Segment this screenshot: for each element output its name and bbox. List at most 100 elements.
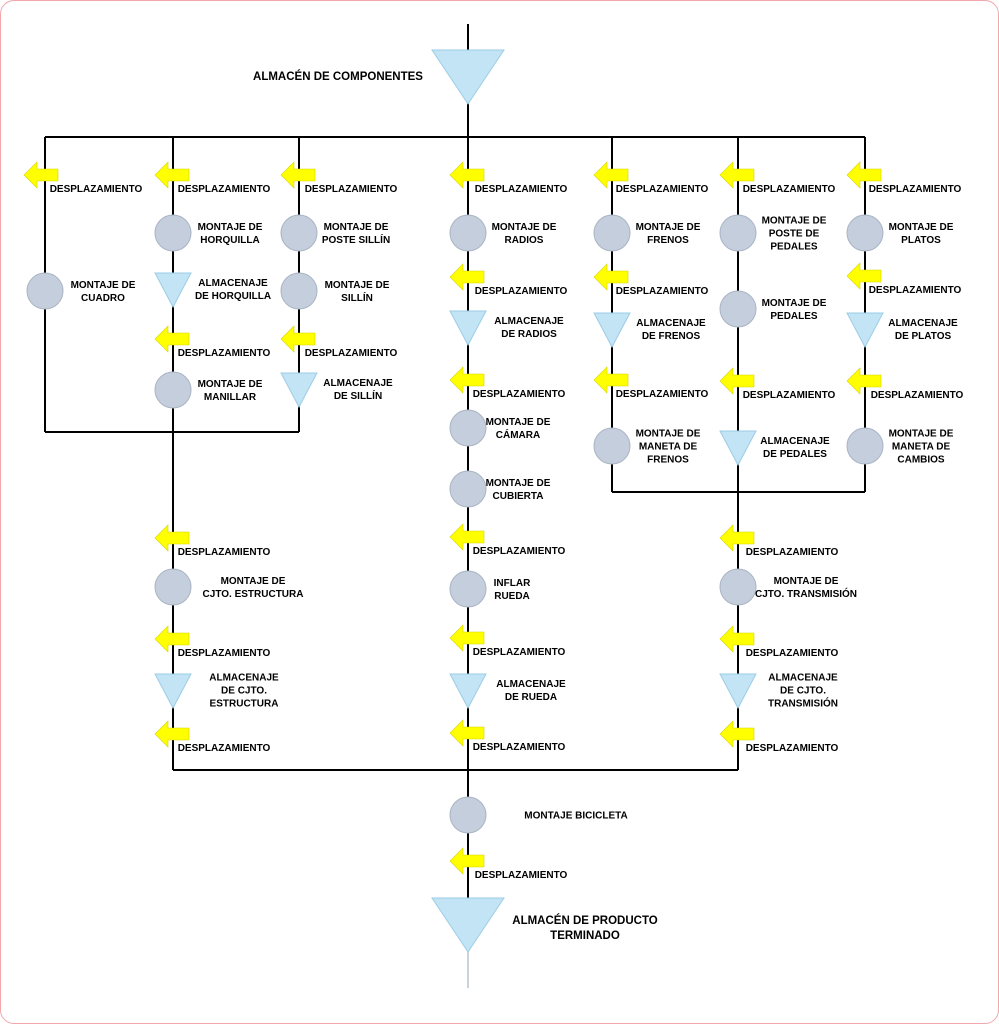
transport-label: DESPLAZAMIENTO: [473, 647, 566, 658]
transport-step-t-rueda-3: DESPLAZAMIENTO: [449, 366, 566, 400]
circle-operation-icon: [154, 371, 192, 409]
circle-operation-icon: [280, 272, 318, 310]
label-line: ALMACENAJE: [496, 679, 566, 690]
label-line: MONTAJE DE: [486, 478, 551, 489]
label-line: DESPLAZAMIENTO: [178, 184, 271, 195]
label-line: DESPLAZAMIENTO: [178, 348, 271, 359]
transport-step-t-rueda-4: DESPLAZAMIENTO: [449, 523, 566, 557]
transport-label: DESPLAZAMIENTO: [178, 648, 271, 659]
label-line: DESPLAZAMIENTO: [743, 184, 836, 195]
operation-step-o-manillar: MONTAJE DE MANILLAR: [154, 371, 263, 409]
label-line: SILLÍN: [341, 291, 373, 304]
label-line: DESPLAZAMIENTO: [743, 390, 836, 401]
label-line: DESPLAZAMIENTO: [616, 389, 709, 400]
transport-step-t-pedales-1: DESPLAZAMIENTO: [719, 161, 836, 195]
transport-step-t-trans-3: DESPLAZAMIENTO: [719, 720, 839, 754]
label-line: DE RUEDA: [505, 692, 557, 703]
circle-operation-icon: [593, 427, 631, 465]
label-line: FRENOS: [647, 455, 689, 466]
storage-label: ALMACENAJE DE RUEDA: [496, 679, 566, 703]
label-line: MONTAJE DE: [325, 280, 390, 291]
label-line: DESPLAZAMIENTO: [616, 286, 709, 297]
transport-step-t-horq-1: DESPLAZAMIENTO: [154, 161, 271, 195]
transport-step-t-cuadro: DESPLAZAMIENTO: [23, 161, 143, 195]
label-line: PEDALES: [770, 242, 818, 253]
transport-label: DESPLAZAMIENTO: [743, 390, 836, 401]
arrow-transport-icon: [154, 325, 190, 353]
transport-step-t-estr-2: DESPLAZAMIENTO: [154, 625, 271, 659]
label-line: DESPLAZAMIENTO: [178, 547, 271, 558]
arrow-transport-icon: [846, 262, 882, 290]
transport-label: DESPLAZAMIENTO: [871, 390, 964, 401]
transport-label: DESPLAZAMIENTO: [616, 286, 709, 297]
label-line: DESPLAZAMIENTO: [475, 870, 568, 881]
label-line: DESPLAZAMIENTO: [50, 184, 143, 195]
label-line: ALMACENAJE: [323, 378, 393, 389]
arrow-transport-icon: [154, 720, 190, 748]
circle-operation-icon: [719, 290, 757, 328]
label-line: MONTAJE DE: [762, 298, 827, 309]
arrow-transport-icon: [449, 624, 485, 652]
transport-label: DESPLAZAMIENTO: [305, 184, 398, 195]
circle-operation-icon: [846, 427, 884, 465]
arrow-transport-icon: [280, 161, 316, 189]
transport-label: DESPLAZAMIENTO: [616, 389, 709, 400]
label-line: MANILLAR: [204, 392, 257, 403]
arrow-transport-icon: [593, 263, 629, 291]
arrow-transport-icon: [449, 847, 485, 875]
arrow-transport-icon: [449, 161, 485, 189]
label-line: PLATOS: [901, 235, 941, 246]
triangle-storage-icon: [154, 272, 192, 309]
transport-step-t-frenos-2: DESPLAZAMIENTO: [593, 263, 709, 297]
transport-step-t-estr-3: DESPLAZAMIENTO: [154, 720, 271, 754]
label-line: DESPLAZAMIENTO: [746, 547, 839, 558]
label-line: DE SILLÍN: [334, 389, 382, 402]
circle-operation-icon: [26, 272, 64, 310]
circle-operation-icon: [846, 214, 884, 252]
label-line: MONTAJE DE: [221, 576, 286, 587]
triangle-storage-icon: [449, 310, 487, 347]
triangle-storage-icon: [593, 312, 631, 349]
label-line: DESPLAZAMIENTO: [473, 389, 566, 400]
label-line: MONTAJE BICICLETA: [524, 811, 628, 822]
transport-label: DESPLAZAMIENTO: [475, 286, 568, 297]
arrow-transport-icon: [449, 263, 485, 291]
circle-operation-icon: [154, 214, 192, 252]
transport-label: DESPLAZAMIENTO: [178, 743, 271, 754]
label-line: MANETA DE: [892, 442, 951, 453]
label-line: DESPLAZAMIENTO: [178, 743, 271, 754]
label-line: MONTAJE DE: [198, 379, 263, 390]
transport-label: DESPLAZAMIENTO: [869, 184, 962, 195]
transport-step-t-pedales-2: DESPLAZAMIENTO: [719, 367, 836, 401]
label-line: DESPLAZAMIENTO: [473, 647, 566, 658]
label-line: ALMACENAJE: [760, 436, 830, 447]
arrow-transport-icon: [154, 524, 190, 552]
arrow-transport-icon: [719, 367, 755, 395]
transport-label: DESPLAZAMIENTO: [743, 184, 836, 195]
label-line: DESPLAZAMIENTO: [475, 184, 568, 195]
label-line: TERMINADO: [550, 930, 620, 942]
label-line: MONTAJE DE: [71, 280, 136, 291]
label-line: DE HORQUILLA: [195, 291, 271, 302]
label-line: MONTAJE DE: [636, 222, 701, 233]
transport-label: DESPLAZAMIENTO: [746, 547, 839, 558]
